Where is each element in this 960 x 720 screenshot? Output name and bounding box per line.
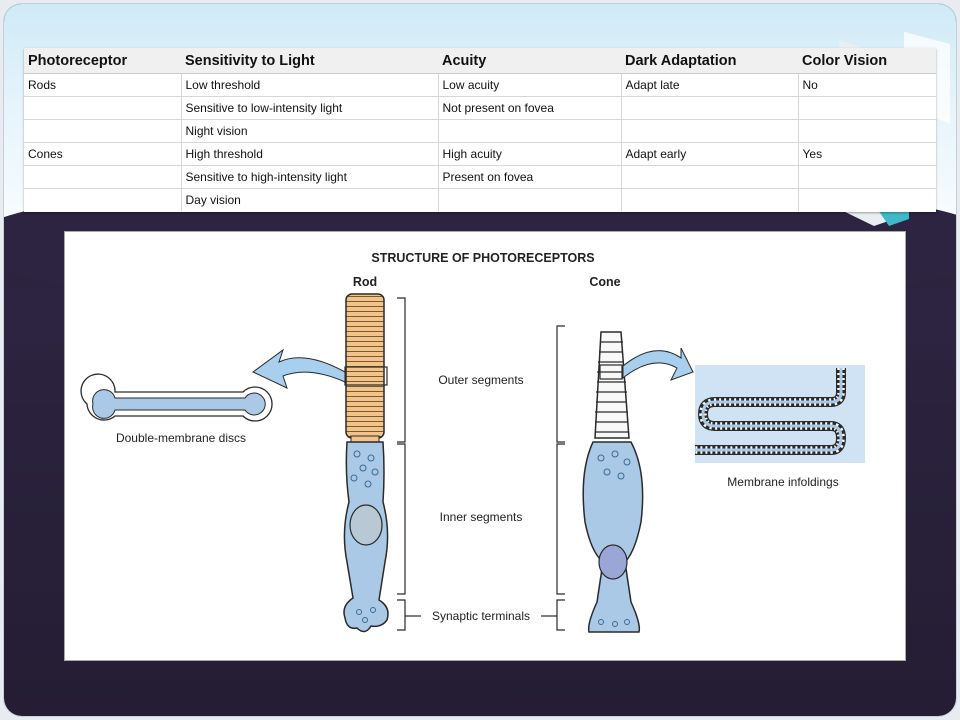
header-photoreceptor: Photoreceptor [24, 48, 181, 74]
table-cell: Sensitive to high-intensity light [181, 165, 439, 189]
table-cell: High acuity [438, 142, 622, 166]
membrane-infoldings [695, 365, 865, 463]
header-dark-adaptation: Dark Adaptation [621, 48, 798, 74]
header-acuity: Acuity [438, 48, 621, 74]
table-row: Rods Low threshold Low acuity Adapt late… [24, 73, 936, 97]
table-cell: Cones [24, 142, 182, 166]
rod-cell [343, 293, 389, 633]
header-sensitivity: Sensitivity to Light [181, 48, 438, 74]
table-cell: Day vision [181, 188, 439, 211]
rod-outer-segment [345, 293, 385, 439]
table-cell [438, 119, 622, 143]
table-cell: Yes [798, 142, 936, 166]
table-cell: Low acuity [438, 73, 622, 97]
rod-arrow-icon [252, 348, 346, 389]
table-cell: No [798, 73, 936, 97]
cone-inner-segment [582, 441, 644, 633]
discs-label: Double-membrane discs [116, 431, 246, 445]
cone-label: Cone [589, 275, 620, 289]
table-row: Night vision [24, 119, 936, 143]
table-cell: Rods [24, 73, 182, 97]
rod-nucleus [349, 504, 383, 546]
synaptic-terminals-label: Synaptic terminals [432, 609, 530, 623]
table-cell [621, 165, 799, 189]
table-cell: Adapt late [621, 73, 799, 97]
cone-highlight-box [599, 364, 623, 380]
table-cell [798, 165, 936, 189]
table-cell: Low threshold [181, 73, 439, 97]
cone-cell [582, 331, 644, 633]
cone-nucleus [598, 544, 628, 580]
cone-arrow-icon [622, 347, 694, 381]
table-row: Sensitive to low-intensity light Not pre… [24, 96, 936, 120]
table-cell [798, 188, 936, 211]
table-cell [621, 119, 799, 143]
table-cell: Present on fovea [438, 165, 622, 189]
table-row: Cones High threshold High acuity Adapt e… [24, 142, 936, 166]
table-cell: Night vision [181, 119, 439, 143]
photoreceptor-figure: STRUCTURE OF PHOTORECEPTORS Rod Cone Dou… [64, 231, 906, 661]
table-cell [798, 119, 936, 143]
photoreceptor-table-panel: Photoreceptor Sensitivity to Light Acuit… [24, 48, 936, 212]
double-membrane-disc [80, 373, 273, 422]
outer-segments-label: Outer segments [438, 373, 523, 387]
inner-segments-label: Inner segments [440, 510, 523, 524]
table-cell: Not present on fovea [438, 96, 622, 120]
table-cell [24, 119, 182, 143]
table-cell [438, 188, 622, 211]
table-cell [24, 188, 182, 211]
rod-label: Rod [353, 275, 377, 289]
table-cell [798, 96, 936, 120]
table-cell: High threshold [181, 142, 439, 166]
table-cell [621, 188, 799, 211]
brackets [397, 297, 565, 631]
table-cell [621, 96, 799, 120]
table-cell [24, 96, 182, 120]
table-row: Day vision [24, 188, 936, 211]
header-color-vision: Color Vision [798, 48, 936, 74]
table-header-row: Photoreceptor Sensitivity to Light Acuit… [24, 48, 936, 74]
table-cell: Adapt early [621, 142, 799, 166]
figure-title: STRUCTURE OF PHOTORECEPTORS [371, 251, 594, 265]
figure-drawing: STRUCTURE OF PHOTORECEPTORS Rod Cone Dou… [80, 251, 865, 633]
table-row: Sensitive to high-intensity light Presen… [24, 165, 936, 189]
infoldings-label: Membrane infoldings [727, 475, 838, 489]
table-cell: Sensitive to low-intensity light [181, 96, 439, 120]
photoreceptor-table: Photoreceptor Sensitivity to Light Acuit… [24, 48, 936, 211]
table-cell [24, 165, 182, 189]
